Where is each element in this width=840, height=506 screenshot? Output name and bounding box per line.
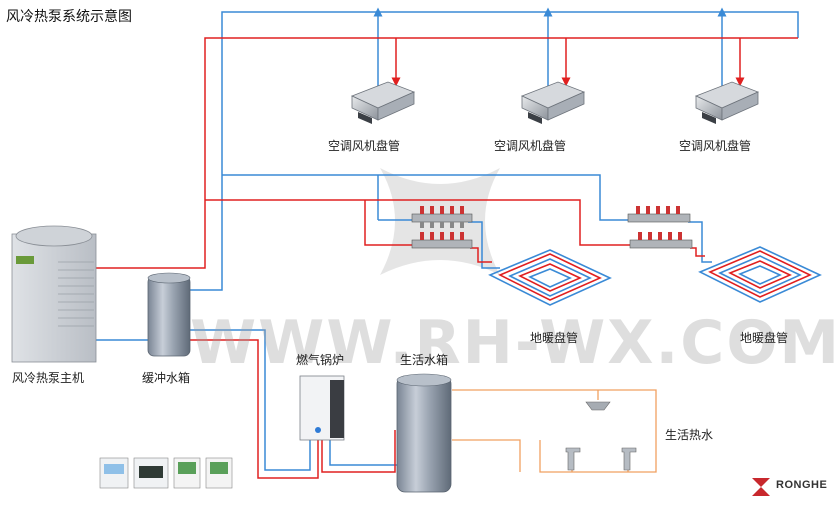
heat-pump-label: 风冷热泵主机 xyxy=(12,371,85,385)
floor-heating-coil-1 xyxy=(488,249,612,306)
fan-coil-unit-1 xyxy=(350,81,416,124)
brand-name: RONGHE xyxy=(776,479,828,491)
thermostat-panels xyxy=(99,457,233,489)
buffer-tank xyxy=(147,272,191,357)
domestic-water-tank xyxy=(396,373,452,493)
manifold-1 xyxy=(411,206,473,249)
watermark-text: WWW.RH-WX.COM xyxy=(190,308,840,378)
fan-coil-unit-3 xyxy=(694,81,760,124)
fan-coil-label-1: 空调风机盘管 xyxy=(328,139,401,153)
buffer-tank-label: 缓冲水箱 xyxy=(142,371,191,385)
water-tank-label: 生活水箱 xyxy=(400,353,449,367)
faucet-icon-1 xyxy=(565,447,581,471)
floor-heating-coil-2 xyxy=(698,246,822,303)
gas-boiler xyxy=(299,375,345,441)
ronghe-logo-icon xyxy=(752,478,770,496)
return-pipes xyxy=(96,7,799,471)
diagram-title: 风冷热泵系统示意图 xyxy=(6,9,132,25)
floor-heating-label-2: 地暖盘管 xyxy=(740,331,789,345)
supply-pipes xyxy=(96,37,798,479)
fan-coil-label-3: 空调风机盘管 xyxy=(679,139,752,153)
shower-head-icon xyxy=(585,401,611,411)
manifold-2 xyxy=(627,206,693,249)
fan-coil-label-2: 空调风机盘管 xyxy=(494,139,567,153)
gas-boiler-label: 燃气锅炉 xyxy=(296,353,345,367)
faucet-icon-2 xyxy=(621,447,637,471)
heat-pump-unit xyxy=(11,225,97,363)
floor-heating-label-1: 地暖盘管 xyxy=(530,331,579,345)
fan-coil-unit-2 xyxy=(520,81,586,124)
hot-water-label: 生活热水 xyxy=(665,428,714,442)
